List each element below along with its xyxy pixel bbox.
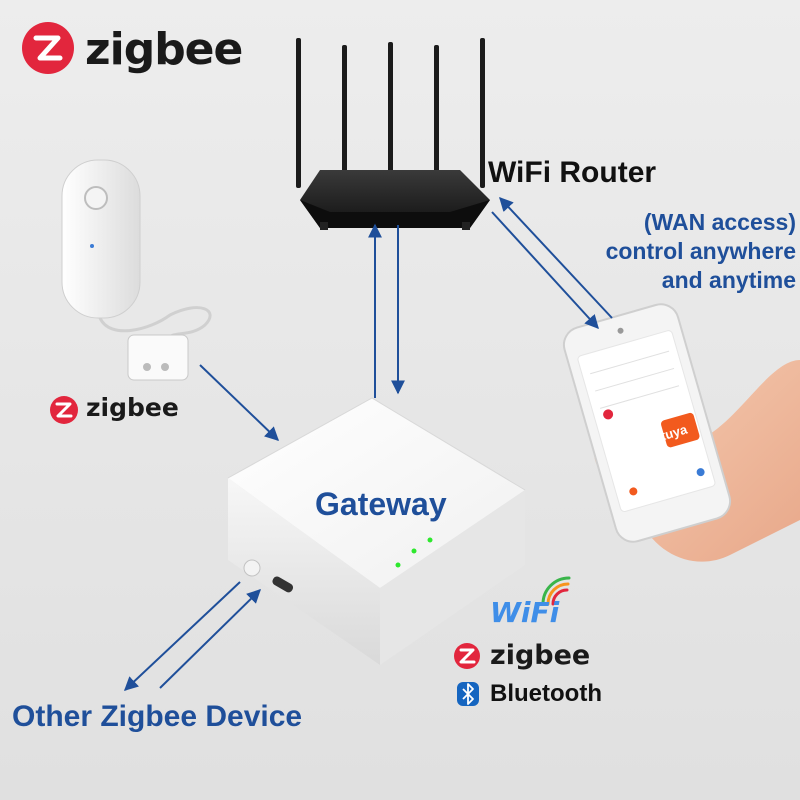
sensor-zigbee-wordmark: zigbee: [86, 393, 179, 422]
wifi-signal-icon: [541, 576, 571, 606]
wifi-protocol-label: WiFi: [490, 596, 560, 629]
gateway-label: Gateway: [315, 486, 447, 522]
router-label: WiFi Router: [488, 156, 657, 189]
phone-annotation: (WAN access) control anywhere and anytim…: [560, 208, 796, 295]
wifi-router-icon: [296, 38, 490, 230]
phone-router-arrow: [491, 211, 599, 330]
phone-annotation-line-2: control anywhere: [605, 238, 796, 264]
sensor-to-gateway-arrow: [199, 364, 280, 441]
smartphone-icon: [562, 303, 800, 562]
phone-annotation-line-1: (WAN access): [643, 209, 796, 235]
gateway-to-device-arrow: [123, 581, 241, 691]
bluetooth-icon: [457, 682, 479, 706]
device-to-gateway-arrow: [159, 589, 261, 689]
zigbee-protocol-icon: [454, 643, 480, 669]
gateway-hub-icon: [227, 397, 526, 665]
water-leak-sensor-icon: [61, 159, 212, 381]
other-device-label: Other Zigbee Device: [12, 700, 303, 733]
zigbee-logo-icon: [22, 22, 74, 74]
zigbee-protocol-label: zigbee: [490, 640, 591, 671]
connection-arrows: [123, 196, 613, 691]
zigbee-small-logo-icon: [50, 396, 78, 424]
header-zigbee-wordmark: zigbee: [85, 24, 243, 75]
bluetooth-protocol-label: Bluetooth: [490, 680, 602, 707]
phone-annotation-line-3: and anytime: [661, 267, 796, 293]
router-phone-arrow: [499, 196, 613, 319]
